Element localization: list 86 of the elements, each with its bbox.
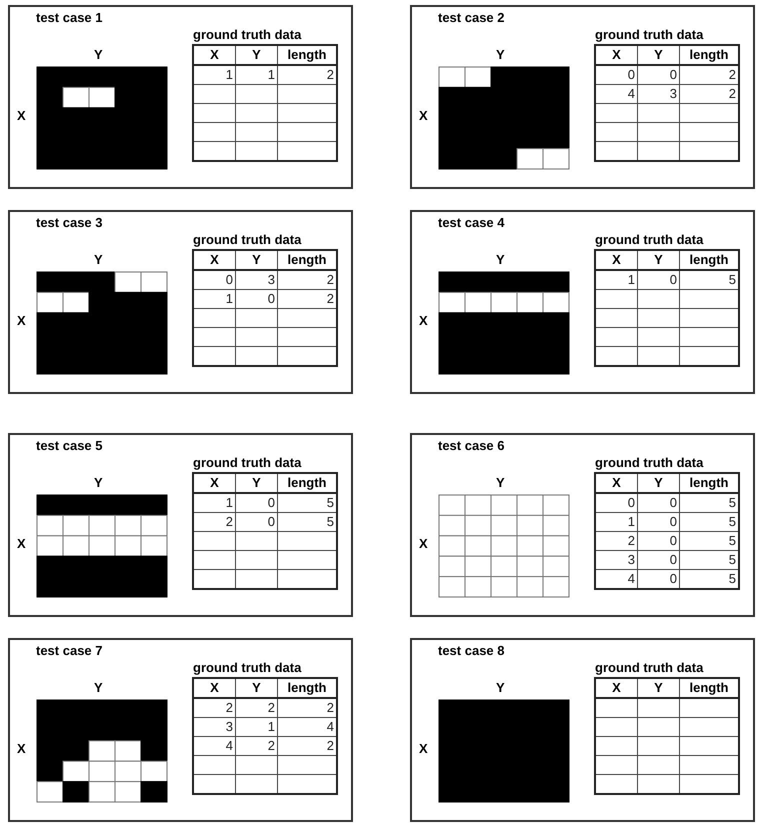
column-header: X	[193, 678, 236, 698]
panel-title: test case 3	[36, 215, 102, 230]
column-header: Y	[236, 250, 278, 270]
table-cell: 3	[595, 550, 638, 570]
axis-label: Y	[496, 475, 505, 490]
panel-title: test case 2	[438, 10, 504, 25]
panel	[8, 210, 353, 394]
panel-title: test case 6	[438, 438, 504, 453]
axis-label: Y	[94, 47, 103, 62]
table-cell: 2	[193, 698, 236, 718]
table-cell: 0	[193, 270, 236, 290]
table-cell: 4	[595, 84, 638, 104]
table-title: ground truth data	[595, 660, 704, 677]
axis-label: Y	[496, 680, 505, 695]
table-cell: 0	[595, 65, 638, 84]
column-header: X	[193, 45, 236, 65]
table-cell: 3	[236, 270, 278, 290]
table-cell: 3	[638, 84, 680, 104]
column-header: Y	[638, 678, 680, 698]
table-cell: 0	[236, 512, 278, 532]
axis-label: Y	[94, 475, 103, 490]
table-cell: 0	[638, 65, 680, 84]
column-header: X	[595, 473, 638, 493]
column-header: Y	[236, 45, 278, 65]
table-title: ground truth data	[595, 455, 704, 472]
table-cell: 0	[638, 493, 680, 512]
table-cell: 0	[236, 290, 278, 308]
axis-label: Y	[496, 47, 505, 62]
column-header: Y	[638, 45, 680, 65]
axis-label: X	[17, 313, 26, 328]
table-title: ground truth data	[193, 232, 302, 249]
axis-label: Y	[94, 252, 103, 267]
panel	[410, 433, 755, 617]
table-cell: 1	[236, 718, 278, 736]
axis-label: X	[17, 741, 26, 756]
table-cell: 1	[193, 290, 236, 308]
panel-title: test case 7	[36, 643, 102, 658]
table-cell: 0	[638, 532, 680, 550]
panel-title: test case 8	[438, 643, 504, 658]
panel-title: test case 5	[36, 438, 102, 453]
table-cell: 1	[193, 65, 236, 84]
panel	[8, 638, 353, 822]
table-title: ground truth data	[595, 232, 704, 249]
table-title: ground truth data	[595, 27, 704, 44]
table-cell: 0	[236, 493, 278, 512]
table-cell: 1	[595, 512, 638, 532]
table-cell: 1	[595, 270, 638, 290]
axis-label: X	[17, 536, 26, 551]
panel	[410, 638, 755, 822]
panel-title: test case 1	[36, 10, 102, 25]
table-cell: 2	[236, 736, 278, 756]
table-cell: 2	[595, 532, 638, 550]
table-cell: 4	[193, 736, 236, 756]
table-cell: 1	[193, 493, 236, 512]
table-title: ground truth data	[193, 27, 302, 44]
axis-label: X	[419, 108, 428, 123]
axis-label: X	[419, 536, 428, 551]
axis-label: X	[17, 108, 26, 123]
panel	[8, 433, 353, 617]
column-header: Y	[236, 678, 278, 698]
axis-label: X	[419, 741, 428, 756]
table-cell: 2	[193, 512, 236, 532]
column-header: X	[595, 45, 638, 65]
table-title: ground truth data	[193, 455, 302, 472]
table-cell: 1	[236, 65, 278, 84]
column-header: X	[595, 250, 638, 270]
panel	[410, 5, 755, 189]
table-cell: 0	[638, 270, 680, 290]
table-cell: 0	[595, 493, 638, 512]
column-header: Y	[638, 473, 680, 493]
table-title: ground truth data	[193, 660, 302, 677]
table-cell: 0	[638, 512, 680, 532]
column-header: Y	[638, 250, 680, 270]
panel	[410, 210, 755, 394]
column-header: X	[193, 250, 236, 270]
axis-label: X	[419, 313, 428, 328]
panel	[8, 5, 353, 189]
table-cell: 2	[236, 698, 278, 718]
axis-label: Y	[94, 680, 103, 695]
axis-label: Y	[496, 252, 505, 267]
column-header: X	[193, 473, 236, 493]
column-header: Y	[236, 473, 278, 493]
panel-title: test case 4	[438, 215, 504, 230]
table-cell: 0	[638, 550, 680, 570]
column-header: X	[595, 678, 638, 698]
table-cell: 3	[193, 718, 236, 736]
